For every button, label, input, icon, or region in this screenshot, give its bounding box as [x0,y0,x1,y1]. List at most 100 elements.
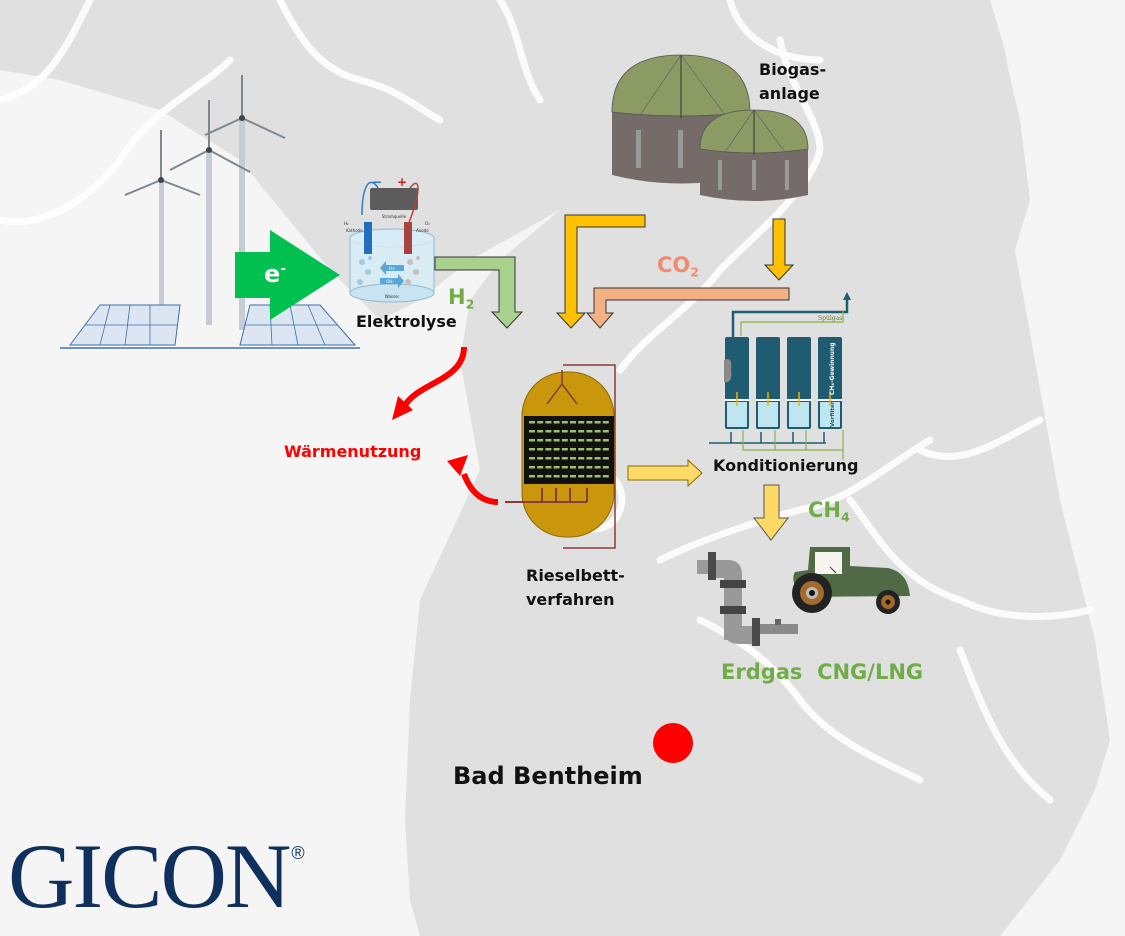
reactor-packing [529,421,609,478]
gas-pipeline-icon [697,552,798,646]
solar-panels-icon [60,304,360,349]
packing-element [545,448,552,451]
products-label: Erdgas CNG/LNG [721,660,923,685]
packing-element [570,421,576,424]
electrolysis-plus: + [397,175,407,189]
packing-element [529,475,535,478]
h2-label: H2 [448,285,474,312]
electricity-sup: - [280,261,287,277]
packing-element [553,421,560,424]
packing-element [537,475,544,478]
packing-element [570,457,576,460]
packing-element [545,421,552,424]
power-source-label: Stromquelle [382,214,407,219]
packing-element [578,421,585,424]
packing-element [594,466,601,469]
h2-main: H [448,285,466,309]
packing-element [594,430,601,433]
heat-arrow-electrolysis [402,346,467,407]
biogas-plant-label: Biogas-anlage [759,58,826,106]
o2-out-label: O₂ [425,221,430,226]
packing-element [529,439,535,442]
packing-element [602,457,609,460]
wind-turbines-icon [124,75,286,330]
heat-use-label: Wärmenutzung [284,442,422,461]
anode-label: Anode [416,228,429,233]
packing-element [553,430,560,433]
electricity-label: e- [264,260,286,289]
packing-element [545,430,552,433]
packing-element [578,466,585,469]
packing-element [537,466,544,469]
co2-arrow [585,287,790,329]
biogas-line2: anlage [759,84,820,103]
ion-oh-label: OH- [386,279,394,284]
packing-element [561,448,568,451]
prefilter-label: Vorfilter [830,401,836,427]
packing-element [529,421,535,424]
electricity-symbol: e [264,260,281,288]
location-marker [653,723,693,763]
biogas-to-reactor-arrow [555,214,646,329]
packing-element [537,448,544,451]
packing-element [570,430,576,433]
packing-element [602,475,609,478]
packing-element [586,421,593,424]
map-region-north [0,0,1008,320]
logo-registered-mark: ® [291,843,304,863]
electrolysis-label: Elektrolyse [356,312,457,331]
ch4-sub: 4 [841,509,850,525]
packing-element [553,448,560,451]
h2-sub: 2 [465,296,475,312]
packing-element [545,439,552,442]
packing-element [578,439,585,442]
packing-element [570,466,576,469]
fuel-label: CNG/LNG [817,660,924,684]
packing-element [578,475,585,478]
packing-element [561,475,568,478]
packing-element [537,457,544,460]
packing-element [578,430,585,433]
packing-element [545,466,552,469]
packing-element [594,457,601,460]
electricity-arrow [235,230,340,320]
tractor-icon [792,547,910,614]
packing-element [602,430,609,433]
biogas-to-conditioning-arrow [763,218,795,281]
packing-element [537,421,544,424]
packing-element [586,457,593,460]
map-region-district [405,68,1110,936]
co2-label: CO2 [657,253,699,280]
packing-element [586,448,593,451]
packing-element [561,421,568,424]
packing-element [594,448,601,451]
packing-element [561,430,568,433]
ion-h-label: H+ [389,266,395,271]
h2-arrow [434,256,524,329]
biogas-line1: Biogas- [759,60,827,79]
packing-element [529,466,535,469]
packing-element [529,457,535,460]
ch4-arrow [752,484,790,541]
packing-element [553,475,560,478]
co2-sub: 2 [690,264,700,280]
ch4-label: CH4 [808,498,850,525]
packing-element [537,430,544,433]
cathode-label: Kathode [346,228,363,233]
packing-element [578,457,585,460]
location-label: Bad Bentheim [453,762,643,790]
packing-element [602,448,609,451]
heat-arrow-reactor [461,472,499,505]
packing-element [545,475,552,478]
packing-element [570,448,576,451]
packing-element [578,448,585,451]
packing-element [586,439,593,442]
packing-element [586,430,593,433]
natural-gas-label: Erdgas [721,660,803,684]
packing-element [586,475,593,478]
packing-element [594,421,601,424]
purge-gas-label: Spülgas [818,315,842,322]
packing-element [602,421,609,424]
